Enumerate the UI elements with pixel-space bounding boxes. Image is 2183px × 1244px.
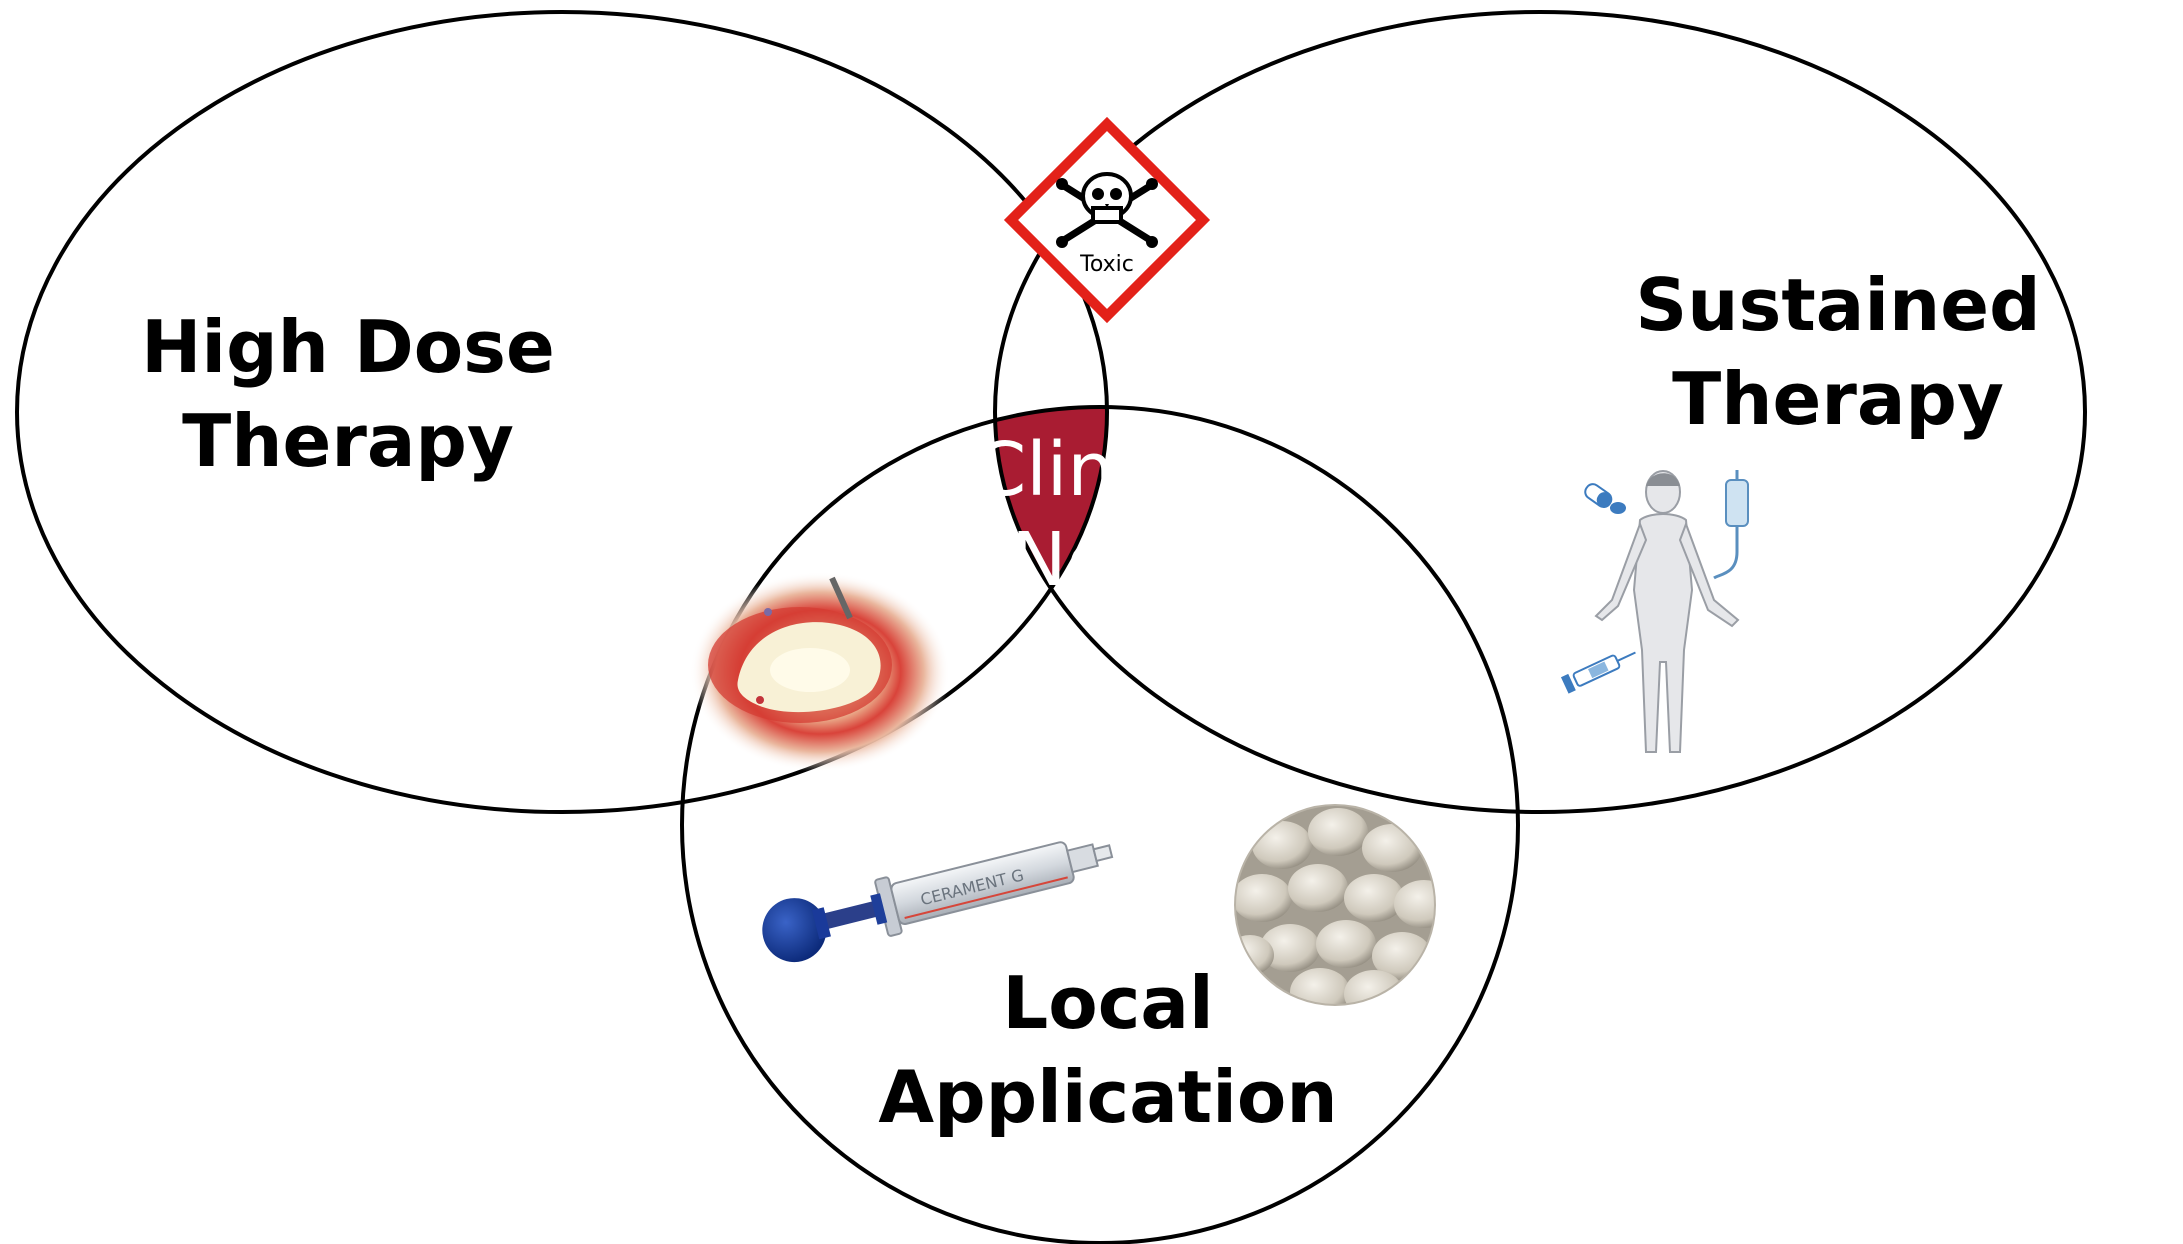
bone-defect-photo — [690, 572, 950, 772]
clinical-need-line1: Clinical — [975, 427, 1242, 513]
toxic-hazard-icon: Toxic — [1003, 116, 1211, 324]
sustained-label-line1: Sustained — [1635, 263, 2040, 347]
local-label-line2: Application — [878, 1055, 1337, 1139]
sustained-label-line2: Therapy — [1672, 357, 2004, 441]
high-dose-label-line2: Therapy — [182, 399, 514, 483]
local-application-circle — [680, 405, 1520, 1244]
human-body-therapy-icon — [1560, 470, 1749, 753]
local-label-line1: Local — [1002, 961, 1213, 1045]
sustained-therapy-circle — [993, 10, 2087, 814]
toxic-label: Toxic — [1079, 252, 1134, 277]
clinical-need-line2: Need — [1011, 517, 1204, 603]
high-dose-therapy-circle — [15, 10, 1109, 814]
bone-cement-syringe-icon: CERAMENT G — [762, 841, 1114, 963]
antibiotic-beads-photo — [1234, 804, 1436, 1006]
high-dose-label-line1: High Dose — [141, 305, 555, 389]
